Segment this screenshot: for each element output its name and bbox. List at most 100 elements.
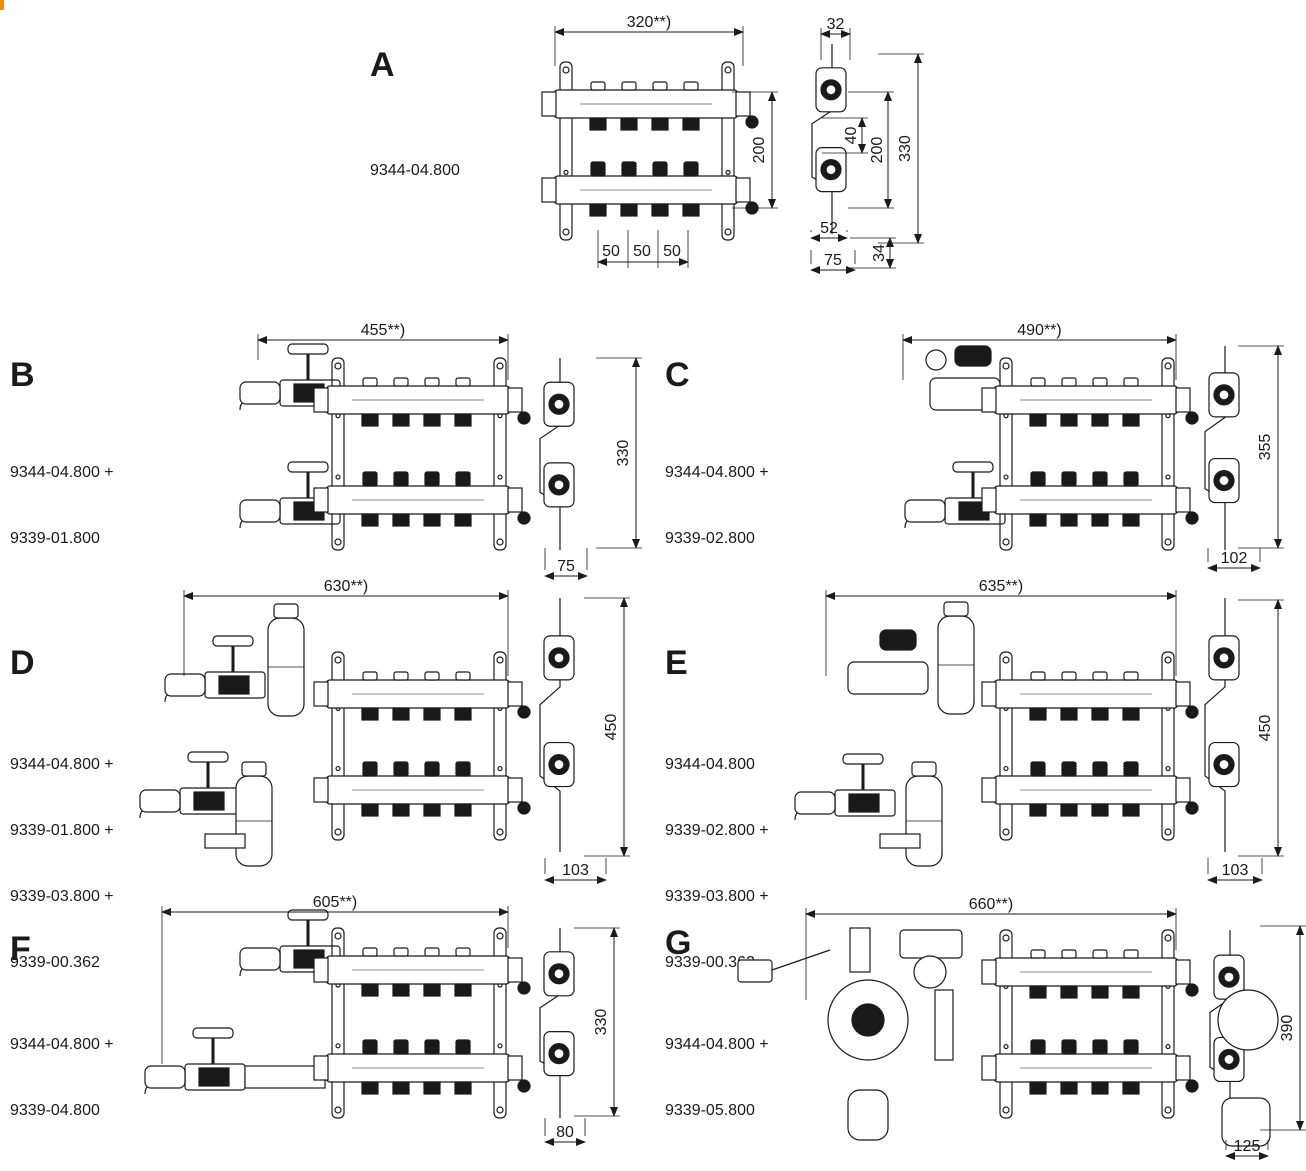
connection-elbow bbox=[164, 673, 206, 697]
dim-height-d: 450 bbox=[603, 714, 620, 741]
valve-cap bbox=[1061, 1039, 1077, 1055]
connection-elbow bbox=[794, 791, 836, 815]
bracket-hole bbox=[1165, 1043, 1171, 1050]
valve-cap bbox=[424, 761, 440, 777]
outlet-nut bbox=[361, 707, 379, 721]
end-fitting bbox=[981, 777, 997, 803]
valve-handle bbox=[287, 343, 329, 355]
end-fitting bbox=[735, 91, 751, 117]
valve-cap bbox=[393, 761, 409, 777]
dim-width-b: 455**) bbox=[361, 322, 405, 339]
valve-cap bbox=[1123, 471, 1139, 487]
valve-cap bbox=[1123, 761, 1139, 777]
panel-d-letter: D bbox=[10, 644, 35, 682]
bracket bbox=[1161, 929, 1175, 1119]
end-fitting bbox=[313, 487, 329, 513]
flow-meter bbox=[1123, 949, 1139, 959]
bracket-hole bbox=[496, 538, 504, 546]
valve-cap bbox=[1061, 761, 1077, 777]
bracket bbox=[1161, 651, 1175, 841]
separator-cap bbox=[273, 603, 299, 619]
pump-rotor bbox=[851, 1003, 885, 1037]
bracket-hole bbox=[334, 1106, 342, 1114]
outlet-nut bbox=[454, 413, 472, 427]
end-fitting bbox=[313, 681, 329, 707]
outlet-nut bbox=[1091, 707, 1109, 721]
outlet-nut bbox=[423, 513, 441, 527]
flow-meter bbox=[455, 671, 471, 681]
code-line: 9339-02.800 bbox=[665, 530, 755, 547]
valve-cap bbox=[590, 161, 606, 177]
valve-cap bbox=[1030, 761, 1046, 777]
valve-cap bbox=[1092, 471, 1108, 487]
balancing-handwheel bbox=[879, 629, 917, 651]
electrical-connector bbox=[737, 959, 773, 983]
connection-elbow bbox=[239, 947, 281, 971]
bracket-hole bbox=[1164, 538, 1172, 546]
balancing-handwheel bbox=[954, 345, 992, 367]
outlet-nut bbox=[392, 707, 410, 721]
drain-valve bbox=[204, 833, 246, 849]
side-fitting-core bbox=[1218, 389, 1230, 401]
valve-cap bbox=[683, 161, 699, 177]
bracket-hole bbox=[1002, 1106, 1010, 1114]
valve-body bbox=[848, 793, 880, 813]
end-fitting bbox=[313, 957, 329, 983]
flow-meter bbox=[424, 671, 440, 681]
bypass-pipe bbox=[934, 989, 954, 1061]
end-fitting bbox=[313, 1055, 329, 1081]
connection-elbow bbox=[144, 1065, 186, 1089]
bracket-hole bbox=[1165, 765, 1171, 772]
valve-handle bbox=[842, 753, 884, 765]
vent-valve bbox=[517, 411, 531, 425]
bracket-hole bbox=[497, 474, 503, 480]
dim-height-e: 450 bbox=[1257, 715, 1274, 742]
valve-handle bbox=[187, 751, 229, 763]
bracket-hole bbox=[724, 66, 732, 74]
outlet-nut bbox=[361, 1081, 379, 1095]
panel-c-codes: 9344-04.800 + 9339-02.800 bbox=[665, 418, 769, 572]
bracket-hole bbox=[1002, 934, 1010, 942]
outlet-nut bbox=[1060, 513, 1078, 527]
flow-meter bbox=[424, 377, 440, 387]
bracket bbox=[331, 357, 345, 551]
flow-meter bbox=[1123, 377, 1139, 387]
dim-depth-c: 102 bbox=[1221, 550, 1248, 567]
regulator-knob bbox=[925, 349, 947, 371]
code-line: 9344-04.800 + bbox=[10, 464, 114, 481]
valve-cap bbox=[362, 761, 378, 777]
bracket-hole bbox=[497, 1043, 503, 1049]
bracket-hole bbox=[1164, 934, 1172, 942]
outlet-nut bbox=[1060, 707, 1078, 721]
connection-elbow bbox=[904, 499, 946, 523]
bracket-hole bbox=[335, 474, 341, 480]
side-fitting-core bbox=[1223, 1053, 1235, 1066]
valve-cap bbox=[393, 471, 409, 487]
valve-cap bbox=[652, 161, 668, 177]
end-fitting bbox=[507, 1055, 523, 1081]
end-fitting bbox=[981, 959, 997, 985]
end-fitting bbox=[507, 387, 523, 413]
outlet-nut bbox=[589, 203, 607, 217]
dim-depth-e: 103 bbox=[1222, 862, 1249, 879]
outlet-nut bbox=[651, 203, 669, 217]
flow-meter bbox=[590, 81, 606, 91]
valve-cap bbox=[455, 471, 471, 487]
valve-cap bbox=[1030, 471, 1046, 487]
side-fitting-core bbox=[825, 84, 837, 96]
outlet-nut bbox=[392, 413, 410, 427]
connection-elbow bbox=[239, 499, 281, 523]
panel-f-codes: 9344-04.800 + 9339-04.800 bbox=[10, 990, 114, 1144]
outlet-nut bbox=[1091, 803, 1109, 817]
panel-f-letter: F bbox=[10, 930, 31, 968]
end-fitting bbox=[541, 177, 557, 203]
thermostatic-head bbox=[847, 1089, 889, 1141]
outlet-nut bbox=[454, 1081, 472, 1095]
end-fitting bbox=[981, 487, 997, 513]
separator-cap bbox=[911, 761, 937, 777]
valve-body bbox=[193, 791, 225, 811]
bracket-hole bbox=[334, 656, 342, 664]
dim-depth-d: 103 bbox=[562, 862, 589, 879]
extension-pipe bbox=[244, 1065, 326, 1089]
valve-cap bbox=[393, 1039, 409, 1055]
